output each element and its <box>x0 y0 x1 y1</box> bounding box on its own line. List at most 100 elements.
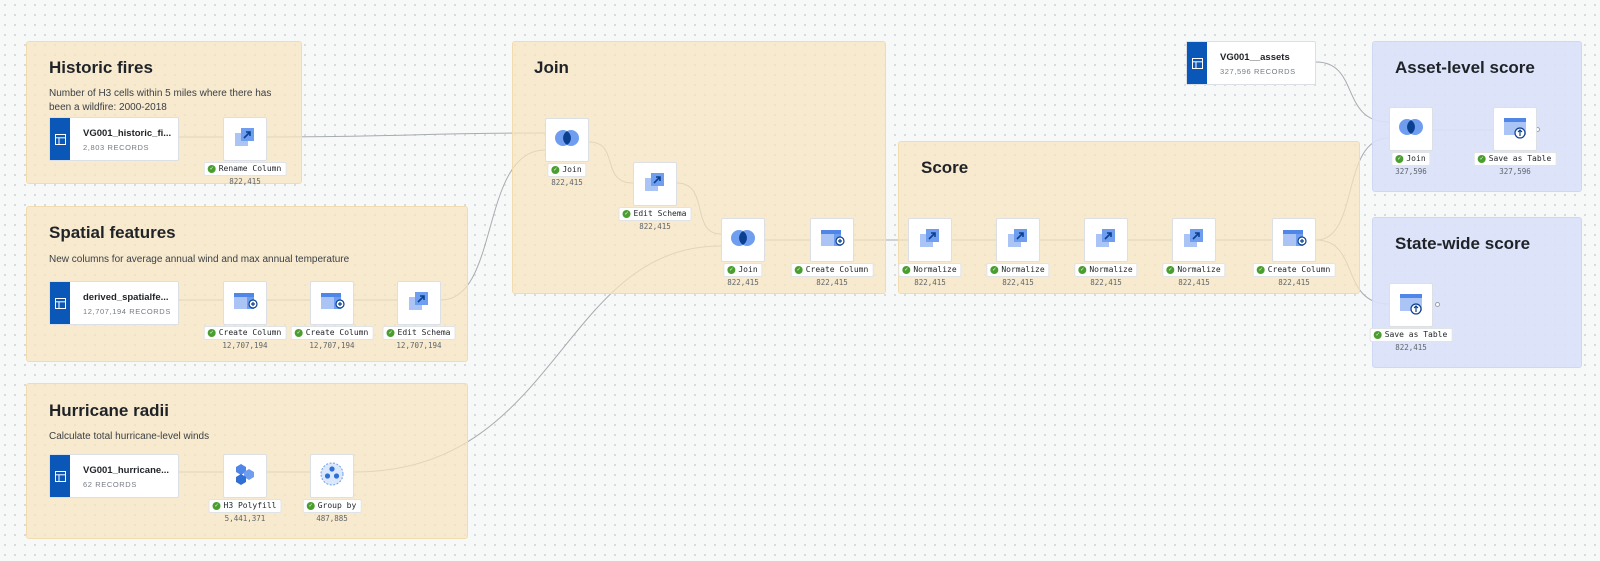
node-cc3[interactable] <box>810 218 854 262</box>
node-row-count: 822,415 <box>727 278 759 287</box>
node-row-count: 12,707,194 <box>222 341 268 350</box>
node-status-label: ✓Edit Schema <box>618 207 692 221</box>
dataset-record-count: 12,707,194 RECORDS <box>83 307 171 316</box>
node-es1[interactable] <box>397 281 441 325</box>
table-icon <box>1187 42 1207 84</box>
node-cc2[interactable] <box>310 281 354 325</box>
join-icon <box>729 228 757 253</box>
node-status-label: ✓Edit Schema <box>382 326 456 340</box>
create-column-icon <box>819 225 845 256</box>
group-title: Historic fires <box>49 58 153 77</box>
node-label-text: Save as Table <box>1384 330 1448 339</box>
check-circle-icon: ✓ <box>1078 266 1087 274</box>
node-status-label: ✓Create Column <box>203 326 287 340</box>
node-norm1[interactable] <box>908 218 952 262</box>
node-label-text: H3 Polyfill <box>223 501 277 510</box>
create-column-icon <box>232 288 258 319</box>
node-norm4[interactable] <box>1172 218 1216 262</box>
dataset-assets[interactable]: VG001__assets 327,596 RECORDS <box>1186 41 1316 85</box>
node-row-count: 822,415 <box>1002 278 1034 287</box>
node-label-text: Save as Table <box>1488 154 1552 163</box>
edit-schema-icon <box>917 225 943 256</box>
check-circle-icon: ✓ <box>1166 266 1175 274</box>
join-icon <box>553 128 581 153</box>
node-join2[interactable] <box>721 218 765 262</box>
node-cc4[interactable] <box>1272 218 1316 262</box>
node-row-count: 822,415 <box>816 278 848 287</box>
node-status-label: ✓Normalize <box>986 263 1050 277</box>
node-h3[interactable] <box>223 454 267 498</box>
node-label-text: Join <box>1406 154 1426 163</box>
h3-polyfill-icon <box>232 461 258 492</box>
node-label-text: Create Column <box>305 328 369 337</box>
node-status-label: ✓Rename Column <box>203 162 287 176</box>
table-icon <box>50 455 70 497</box>
node-status-label: ✓Join <box>723 263 763 277</box>
output-port[interactable] <box>1435 302 1440 307</box>
check-circle-icon: ✓ <box>212 502 221 510</box>
check-circle-icon: ✓ <box>551 166 560 174</box>
edit-schema-icon <box>642 169 668 200</box>
node-row-count: 822,415 <box>639 222 671 231</box>
group-description: Number of H3 cells within 5 miles where … <box>49 88 272 113</box>
node-norm2[interactable] <box>996 218 1040 262</box>
node-status-label: ✓Save as Table <box>1369 328 1453 342</box>
node-es2[interactable] <box>633 162 677 206</box>
node-join1[interactable] <box>545 118 589 162</box>
check-circle-icon: ✓ <box>1477 155 1486 163</box>
dataset-spatial-features[interactable]: derived_spatialfe... 12,707,194 RECORDS <box>49 281 179 325</box>
node-row-count: 12,707,194 <box>309 341 355 350</box>
group-title: Spatial features <box>49 223 176 242</box>
edit-schema-icon <box>1181 225 1207 256</box>
node-row-count: 822,415 <box>1278 278 1310 287</box>
edit-schema-icon <box>1005 225 1031 256</box>
node-cc1[interactable] <box>223 281 267 325</box>
node-rename[interactable] <box>223 117 267 161</box>
dataset-record-count: 62 RECORDS <box>83 480 137 489</box>
node-row-count: 822,415 <box>1090 278 1122 287</box>
node-label-text: Group by <box>317 501 357 510</box>
node-label-text: Normalize <box>1001 265 1045 274</box>
group-description: Calculate total hurricane-level winds <box>49 431 210 442</box>
group-title: Score <box>921 158 969 177</box>
node-row-count: 487,885 <box>316 514 348 523</box>
dataset-record-count: 327,596 RECORDS <box>1220 67 1296 76</box>
node-groupby[interactable] <box>310 454 354 498</box>
check-circle-icon: ✓ <box>1373 331 1382 339</box>
node-status-label: ✓Group by <box>302 499 362 513</box>
join-icon <box>1397 117 1425 142</box>
check-circle-icon: ✓ <box>990 266 999 274</box>
node-label-text: Create Column <box>1267 265 1331 274</box>
node-status-label: ✓Normalize <box>1162 263 1226 277</box>
node-status-label: ✓H3 Polyfill <box>208 499 282 513</box>
node-norm3[interactable] <box>1084 218 1128 262</box>
node-row-count: 327,596 <box>1395 167 1427 176</box>
save-as-table-icon <box>1502 114 1528 145</box>
dataset-historic-fires[interactable]: VG001_historic_fi... 2,803 RECORDS <box>49 117 179 161</box>
check-circle-icon: ✓ <box>306 502 315 510</box>
check-circle-icon: ✓ <box>902 266 911 274</box>
node-row-count: 822,415 <box>551 178 583 187</box>
dataset-name: derived_spatialfe... <box>83 292 169 303</box>
node-status-label: ✓Create Column <box>790 263 874 277</box>
node-status-label: ✓Normalize <box>898 263 962 277</box>
check-circle-icon: ✓ <box>207 165 216 173</box>
node-join3[interactable] <box>1389 107 1433 151</box>
group-title: Hurricane radii <box>49 401 169 420</box>
node-label-text: Edit Schema <box>633 209 687 218</box>
dataset-hurricane[interactable]: VG001_hurricane... 62 RECORDS <box>49 454 179 498</box>
node-label-text: Rename Column <box>218 164 282 173</box>
edit-schema-icon <box>232 124 258 155</box>
dataset-record-count: 2,803 RECORDS <box>83 143 150 152</box>
node-save1[interactable] <box>1493 107 1537 151</box>
edit-schema-icon <box>406 288 432 319</box>
node-label-text: Normalize <box>1089 265 1133 274</box>
node-row-count: 822,415 <box>914 278 946 287</box>
node-label-text: Create Column <box>218 328 282 337</box>
node-status-label: ✓Normalize <box>1074 263 1138 277</box>
node-label-text: Create Column <box>805 265 869 274</box>
dataset-name: VG001_hurricane... <box>83 465 170 476</box>
node-row-count: 822,415 <box>229 177 261 186</box>
group-description: New columns for average annual wind and … <box>49 254 350 265</box>
node-save2[interactable] <box>1389 283 1433 327</box>
